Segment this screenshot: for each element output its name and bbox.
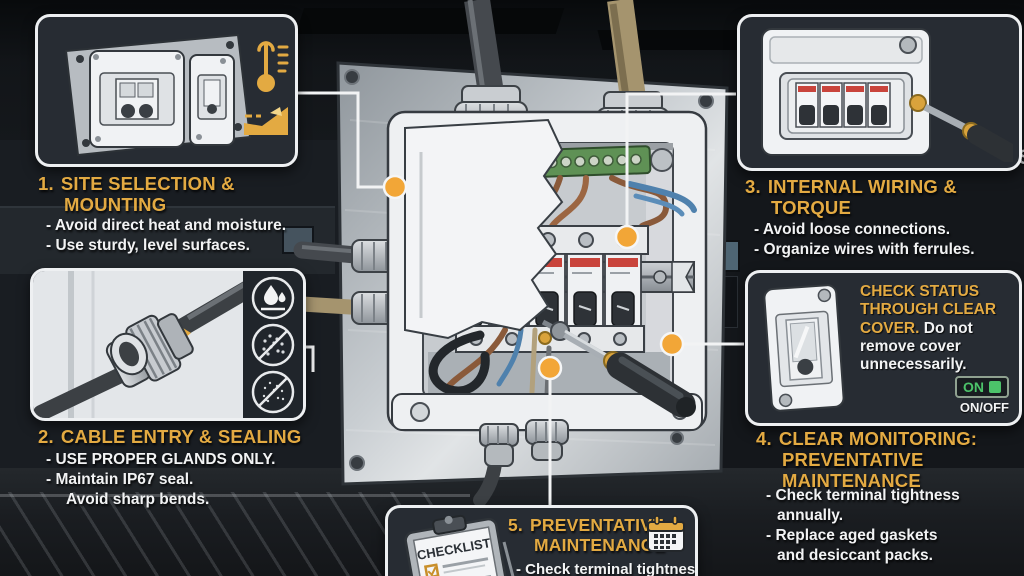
panel3-bullets: - Avoid loose connections. - Organize wi… (754, 221, 975, 259)
enclosure-small (189, 54, 235, 146)
panel1-image (35, 14, 298, 167)
panel3-heading: 3.INTERNAL WIRING & TORQUE (745, 176, 957, 219)
panel1-bullets: - Avoid direct heat and moisture. - Use … (46, 217, 287, 255)
dust-blocked-icon (251, 323, 295, 367)
panel3-number: 3. (745, 176, 761, 197)
panel5-heading: 5.PREVENTATIVE MAINTENANCE (508, 515, 666, 555)
fine-dust-blocked-icon (251, 370, 295, 414)
level-surface-icon (244, 107, 288, 135)
thermometer-icon (257, 41, 289, 92)
bottom-cable-glands (473, 419, 569, 507)
background-shelf-left (0, 206, 335, 274)
panel4-number: 4. (756, 428, 772, 449)
panel4-callout: CHECK STATUS THROUGH CLEAR COVER. Do not… (745, 270, 1022, 426)
enclosure-large (89, 50, 185, 148)
on-label: ON (963, 379, 984, 395)
panel4-callout-text: CHECK STATUS THROUGH CLEAR COVER. Do not… (860, 283, 997, 374)
panel4-heading: 4.CLEAR MONITORING: PREVENTATIVE MAINTEN… (756, 428, 978, 492)
checklist-clipboard-icon: CHECKLIST (404, 514, 511, 576)
terminal-screw-gold (538, 331, 552, 345)
panel5-bullets: - Check terminal tightness (516, 561, 698, 576)
floor-streaks (0, 492, 440, 576)
panel5-maintenance: CHECKLIST 5.PREVENTATIVE MAINTENANCE - C… (385, 505, 698, 576)
panel5-number: 5. (508, 515, 523, 535)
panel2-heading: 2.CABLE ENTRY & SEALING (38, 426, 302, 447)
calendar-icon (647, 515, 685, 552)
bench-edge (0, 494, 470, 497)
panel4-bullets: - Check terminal tightness annually. - R… (766, 487, 960, 565)
water-ingress-icon (251, 276, 295, 320)
cable-gland-illustration (33, 280, 257, 418)
callout-dots (382, 174, 685, 381)
breaker-enclosure (761, 28, 931, 156)
panel1-number: 1. (38, 173, 54, 194)
interior-mount-hole (650, 148, 674, 172)
screwdriver (541, 319, 696, 418)
screwdriver-small (909, 94, 1019, 165)
panel2-bullets: - USE PROPER GLANDS ONLY. - Maintain IP6… (46, 451, 276, 509)
pen (502, 541, 515, 576)
panel2-image (30, 268, 306, 421)
clear-cover-enclosure (763, 284, 845, 412)
panel2-number: 2. (38, 426, 54, 447)
on-led (989, 381, 1001, 393)
panel3-image (737, 14, 1022, 171)
callout-lines (293, 91, 744, 506)
torn-cover-flap (404, 118, 564, 340)
panel1-heading: 1.SITE SELECTION & MOUNTING (38, 173, 235, 216)
onoff-label: ON/OFF (959, 400, 1009, 415)
plate-screw-holes (344, 69, 714, 471)
on-off-indicator: ON ON/OFF (955, 376, 1009, 415)
